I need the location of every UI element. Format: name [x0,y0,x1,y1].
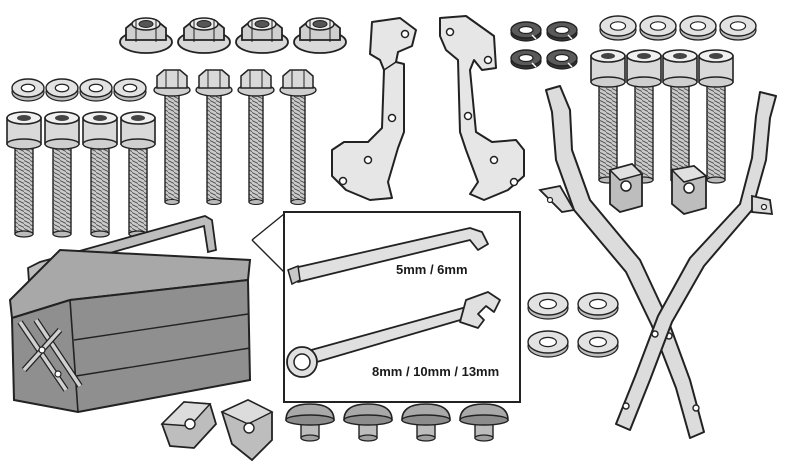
hex-key [287,227,489,286]
socket-cap-screws-left [6,111,156,238]
flat-washer [11,78,45,102]
flat-washers-left [11,78,147,102]
flat-washer [719,15,757,41]
hex-bolt [153,69,191,206]
angled-bracket-left [331,17,417,201]
socket-cap-screw [44,111,80,238]
flat-washers-right [599,15,757,41]
flange-nuts [119,17,347,54]
tubular-frame-left [538,85,705,439]
large-washers [527,292,619,358]
flat-washer [113,78,147,102]
socket-cap-screw [626,49,662,184]
flat-washer [79,78,113,102]
socket-cap-screw [590,49,626,184]
hex-bolt [237,69,275,206]
large-washer [527,330,569,358]
socket-cap-screw [662,49,698,184]
rubber-grommet [285,403,335,442]
hex-bolt [195,69,233,206]
flange-nut [177,17,231,54]
lock-washer [510,21,542,42]
large-washer [577,292,619,320]
combination-wrench [286,291,501,378]
wrench-label: 8mm / 10mm / 13mm [372,364,499,379]
hex-bolt [279,69,317,206]
tubular-frame-right [615,91,777,431]
hex-key-label: 5mm / 6mm [396,262,468,277]
wedge-spacer [160,401,218,449]
flat-washer [679,15,717,41]
flat-washer [639,15,677,41]
flat-washer [45,78,79,102]
socket-cap-screw [82,111,118,238]
square-spacers [608,162,708,215]
socket-cap-screw [698,49,734,184]
wedge-spacer [220,399,274,462]
lock-washers [510,21,578,70]
flange-nut [293,17,347,54]
tubular-frames [538,85,777,439]
socket-cap-screw [120,111,156,238]
flange-nut [119,17,173,54]
large-washer [527,292,569,320]
hex-bolts [153,69,317,206]
large-washer [577,330,619,358]
rubber-grommet [401,403,451,442]
wedge-spacers [160,399,274,462]
lock-washer [510,49,542,70]
socket-cap-screws-right [590,49,734,184]
square-spacer [670,165,708,215]
angled-bracket-right [439,15,525,201]
socket-cap-screw [6,111,42,238]
flat-washer [599,15,637,41]
square-spacer [608,162,644,213]
lock-washer [546,49,578,70]
tools-inset: 5mm / 6mm 8mm / 10mm / 13mm [251,211,521,403]
rubber-grommets [285,403,509,442]
rubber-grommet [459,403,509,442]
cantilever-toolbox [8,215,252,414]
flange-nut [235,17,289,54]
angled-brackets [331,15,525,201]
rubber-grommet [343,403,393,442]
lock-washer [546,21,578,42]
